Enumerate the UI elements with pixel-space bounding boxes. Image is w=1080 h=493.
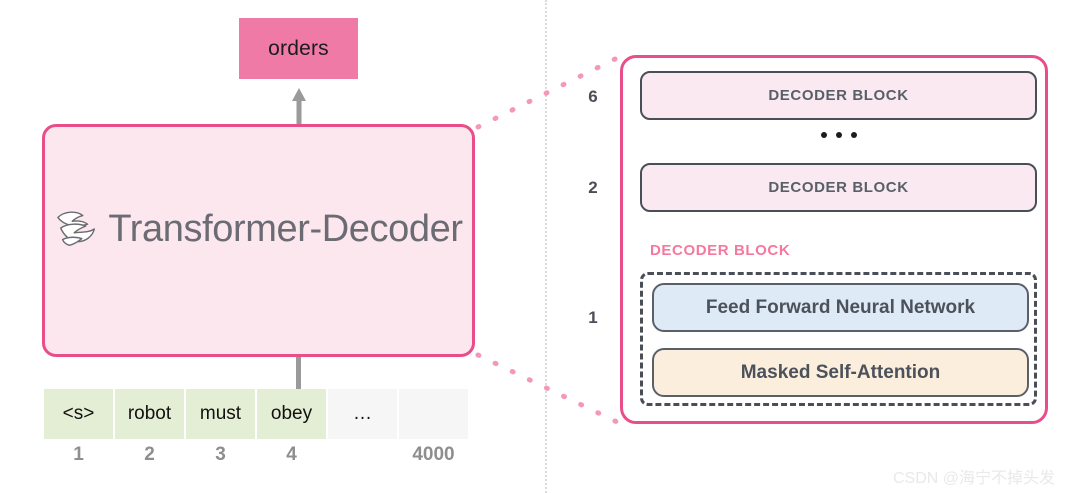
token-cell: obey <box>257 389 326 439</box>
token-label: robot <box>127 403 172 424</box>
masked-self-attention-block: Masked Self-Attention <box>652 348 1029 397</box>
token-cell: <s> <box>44 389 113 439</box>
token-cell-ellipsis: … <box>328 389 397 439</box>
model-name-label: Transformer-Decoder <box>108 207 463 250</box>
token-label: … <box>353 403 372 424</box>
brand-lockup: Transformer-Decoder <box>45 205 472 253</box>
token-index: 2 <box>144 444 155 465</box>
input-token-strip: <s> robot must obey … <box>44 389 468 439</box>
token-cell: robot <box>115 389 184 439</box>
token-index: 3 <box>215 444 226 465</box>
transformer-decoder-box: Transformer-Decoder <box>42 124 475 357</box>
token-index: 4 <box>286 444 297 465</box>
expanded-decoder-block-caption: DECODER BLOCK <box>650 242 791 259</box>
expanded-decoder-block-group: Feed Forward Neural Network Masked Self-… <box>640 272 1037 406</box>
decoder-block-row-6: DECODER BLOCK <box>640 71 1037 120</box>
token-index: 1 <box>73 444 84 465</box>
token-label: must <box>199 403 242 424</box>
decoder-block-label: DECODER BLOCK <box>768 87 909 104</box>
layer-index-6: 6 <box>588 87 598 106</box>
feed-forward-neural-network-block: Feed Forward Neural Network <box>652 283 1029 332</box>
sublayer-label: Masked Self-Attention <box>740 361 941 383</box>
sublayer-label: Feed Forward Neural Network <box>705 296 976 318</box>
token-index-row: 1 2 3 4 4000 <box>44 444 468 466</box>
token-label: obey <box>270 403 313 424</box>
layer-index-1: 1 <box>588 308 598 327</box>
vertical-dotted-divider <box>545 0 547 493</box>
token-label: <s> <box>62 403 95 424</box>
illustrated-bird-logo-icon <box>57 211 96 247</box>
decoder-block-label: DECODER BLOCK <box>768 179 909 196</box>
input-connector-line <box>296 357 301 389</box>
output-token-label: orders <box>268 36 329 60</box>
token-cell-blank <box>399 389 468 439</box>
output-token-box: orders <box>239 18 358 79</box>
stack-ellipsis-icon <box>640 132 1037 138</box>
token-index <box>328 444 397 466</box>
output-arrow-up-icon <box>292 88 306 126</box>
token-index: 4000 <box>412 444 455 465</box>
token-cell: must <box>186 389 255 439</box>
watermark: CSDN @海宁不掉头发 <box>893 470 1056 487</box>
decoder-block-row-2: DECODER BLOCK <box>640 163 1037 212</box>
layer-index-2: 2 <box>588 178 598 197</box>
